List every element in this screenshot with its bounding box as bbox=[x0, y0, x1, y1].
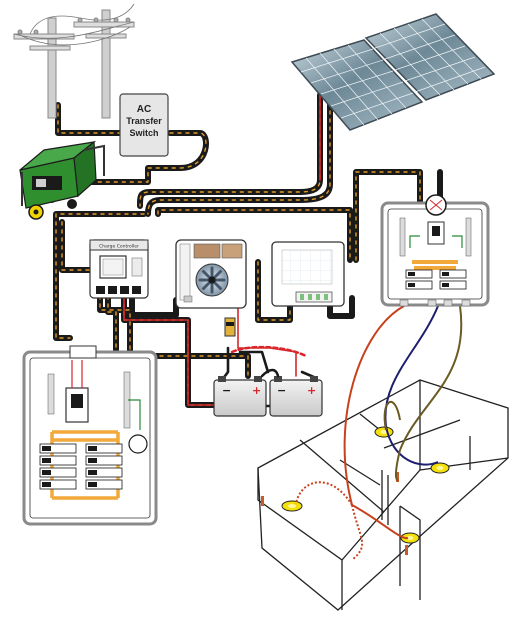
generator-icon bbox=[19, 140, 105, 220]
dc-load-center bbox=[271, 241, 345, 307]
inverter-fan-icon bbox=[195, 263, 229, 297]
charge-controller-title: Charge Controller bbox=[99, 244, 139, 250]
svg-text:+: + bbox=[252, 384, 261, 397]
ceiling-light-icon bbox=[374, 426, 394, 438]
utility-pole-icon bbox=[13, 3, 135, 119]
transfer-switch-label-2: Transfer bbox=[126, 116, 162, 126]
house-circuit-wires bbox=[295, 305, 463, 561]
solar-panel-icon bbox=[290, 39, 424, 131]
sub-panel bbox=[380, 194, 490, 307]
transfer-switch-label-1: AC bbox=[137, 104, 151, 115]
svg-text:−: − bbox=[222, 384, 231, 397]
house-floorplan bbox=[257, 379, 509, 611]
ceiling-light-icon bbox=[400, 532, 420, 544]
ac-transfer-switch: AC Transfer Switch bbox=[119, 93, 169, 157]
solar-panel-icon bbox=[364, 13, 496, 101]
svg-text:+: + bbox=[307, 384, 316, 397]
svg-text:−: − bbox=[277, 384, 286, 397]
charge-controller: Charge Controller bbox=[89, 239, 149, 299]
inverter bbox=[175, 239, 247, 309]
transfer-switch-label-3: Switch bbox=[129, 128, 158, 138]
ceiling-light-icon bbox=[281, 500, 303, 512]
battery-cable-links bbox=[230, 345, 308, 378]
main-breaker-panel bbox=[22, 345, 158, 526]
battery-icon: − + bbox=[213, 376, 267, 417]
dc-fuse bbox=[224, 317, 236, 337]
ceiling-light-icon bbox=[430, 462, 450, 474]
battery-icon: − + bbox=[269, 376, 323, 417]
